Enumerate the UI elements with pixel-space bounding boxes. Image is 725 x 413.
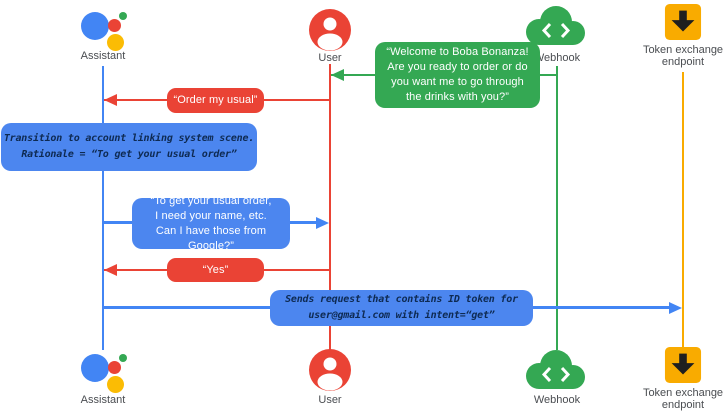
actor-label-user: User [318, 394, 342, 406]
token-endpoint-icon [664, 346, 702, 384]
arrowhead-icon [331, 69, 344, 81]
arrowhead-icon [316, 217, 329, 229]
actor-label-webhook: Webhook [533, 52, 581, 64]
webhook-icon [526, 6, 585, 45]
lifeline-assistant [102, 66, 104, 350]
arrowhead-icon [104, 264, 117, 276]
message-bubble-yes: “Yes” [167, 258, 264, 282]
token-endpoint-icon [664, 3, 702, 41]
assistant-red-circle [108, 361, 121, 374]
assistant-green-dot [119, 354, 127, 362]
arrowhead-icon [104, 94, 117, 106]
webhook-icon [526, 350, 585, 389]
actor-label-token-endpoint: Token exchange endpoint [642, 44, 724, 68]
arrowhead-icon [669, 302, 682, 314]
actor-label-assistant: Assistant [80, 394, 126, 406]
assistant-green-dot [119, 12, 127, 20]
actor-label-user: User [318, 52, 342, 64]
actor-label-assistant: Assistant [80, 50, 126, 62]
message-bubble-welcome: “Welcome to Boba Bonanza! Are you ready … [375, 42, 540, 108]
message-bubble-sends-request: Sends request that contains ID token for… [270, 290, 533, 326]
message-bubble-ask-permission: “To get your usual order, I need your na… [132, 195, 290, 252]
user-icon [309, 9, 351, 51]
lifeline-user [329, 64, 331, 350]
note-transition-account-linking: Transition to account linking system sce… [1, 123, 257, 171]
message-bubble-order-usual: “Order my usual” [167, 88, 264, 113]
assistant-blue-circle [81, 354, 109, 382]
assistant-yellow-circle [107, 376, 124, 393]
lifeline-webhook [556, 66, 558, 350]
assistant-icon [81, 348, 127, 393]
user-icon [309, 349, 351, 391]
assistant-icon [81, 6, 127, 51]
assistant-yellow-circle [107, 34, 124, 51]
actor-label-token-endpoint: Token exchange endpoint [642, 387, 724, 411]
assistant-red-circle [108, 19, 121, 32]
assistant-blue-circle [81, 12, 109, 40]
lifeline-token-endpoint [682, 72, 684, 350]
actor-label-webhook: Webhook [533, 394, 581, 406]
